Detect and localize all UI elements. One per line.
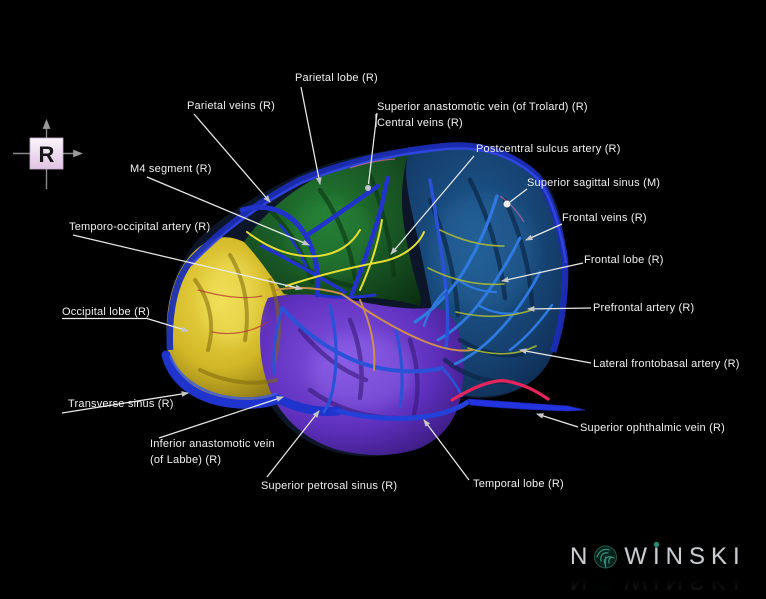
label-transverse-sinus: Transverse sinus (R) [68,398,174,410]
label-frontal-veins: Frontal veins (R) [562,212,647,224]
label-superior-petrosal-sinus: Superior petrosal sinus (R) [261,480,397,492]
label-temporal-lobe: Temporal lobe (R) [473,478,564,490]
logo-letter: I [733,543,740,570]
annotation-temporo-occipital-artery: Temporo-occipital artery (R) [69,221,304,291]
label-superior-anastomotic-vein: Superior anastomotic vein (of Trolard) (… [377,101,588,113]
annotation-frontal-lobe: Frontal lobe (R) [500,254,664,283]
annotation-prefrontal-artery: Prefrontal artery (R) [526,302,694,314]
annotations-layer: Parietal lobe (R) Parietal veins (R) Sup… [61,72,740,492]
label-lateral-frontobasal-artery: Lateral frontobasal artery (R) [593,358,740,370]
annotation-superior-sagittal-sinus: Superior sagittal sinus (M) [503,177,660,208]
logo-i-dot-icon [654,542,659,547]
label-m4-segment: M4 segment (R) [130,163,212,175]
label-parietal-veins: Parietal veins (R) [187,100,275,112]
annotation-superior-petrosal-sinus: Superior petrosal sinus (R) [261,410,397,492]
logo-wordmark: N W I N S K I [570,541,740,570]
logo-letter: S [689,543,706,570]
temporal-veins-shape [272,304,464,414]
red-artery-shape [450,379,550,402]
superior-ophthalmic-vein-shape [467,398,586,412]
annotation-parietal-veins: Parietal veins (R) [187,100,275,203]
logo-letter-i-dotted: I [653,542,660,570]
label-prefrontal-artery: Prefrontal artery (R) [593,302,694,314]
annotation-m4-segment: M4 segment (R) [130,163,311,246]
label-superior-ophthalmic-vein: Superior ophthalmic vein (R) [580,422,725,434]
logo-reflection: N W I N S K I [570,567,740,594]
cerebral-arteries-shape [246,219,537,371]
logo-letter: N [665,543,684,570]
annotation-inferior-anastomotic-vein: Inferior anastomotic vein (of Labbe) (R) [150,396,285,466]
label-inferior-anastomotic-vein-line1: Inferior anastomotic vein [150,438,275,450]
brain-render [161,142,586,457]
logo-letter: W [624,543,647,570]
label-inferior-anastomotic-vein-line2: (of Labbe) (R) [150,454,221,466]
annotation-lateral-frontobasal-artery: Lateral frontobasal artery (R) [518,348,740,370]
annotation-parietal-lobe: Parietal lobe (R) [295,72,378,186]
annotation-superior-anastomotic-vein: Superior anastomotic vein (of Trolard) (… [365,101,588,191]
annotation-transverse-sinus: Transverse sinus (R) [61,391,190,414]
label-postcentral-sulcus-artery: Postcentral sulcus artery (R) [476,143,621,155]
label-temporo-occipital-artery: Temporo-occipital artery (R) [69,221,210,233]
label-central-veins: Central veins (R) [377,117,463,129]
label-parietal-lobe: Parietal lobe (R) [295,72,378,84]
logo-brain-o-icon [593,545,618,570]
orientation-marker-box [29,137,64,170]
annotation-temporal-lobe: Temporal lobe (R) [423,419,564,490]
label-occipital-lobe: Occipital lobe (R) [62,306,150,318]
annotation-frontal-veins: Frontal veins (R) [524,212,647,241]
orientation-letter: R [39,142,55,167]
annotation-superior-ophthalmic-vein: Superior ophthalmic vein (R) [535,413,725,434]
logo-letter: N [570,543,588,570]
transverse-sinus-shape [161,350,471,421]
orientation-marker: R [13,119,83,189]
annotation-postcentral-sulcus-artery: Postcentral sulcus artery (R) [390,143,621,255]
logo-letter: K [711,543,728,570]
label-frontal-lobe: Frontal lobe (R) [584,254,664,266]
label-superior-sagittal-sinus: Superior sagittal sinus (M) [527,177,660,189]
nowinski-logo: N W I N S K I N W I N S [570,541,740,596]
annotation-occipital-lobe: Occipital lobe (R) [62,306,190,332]
